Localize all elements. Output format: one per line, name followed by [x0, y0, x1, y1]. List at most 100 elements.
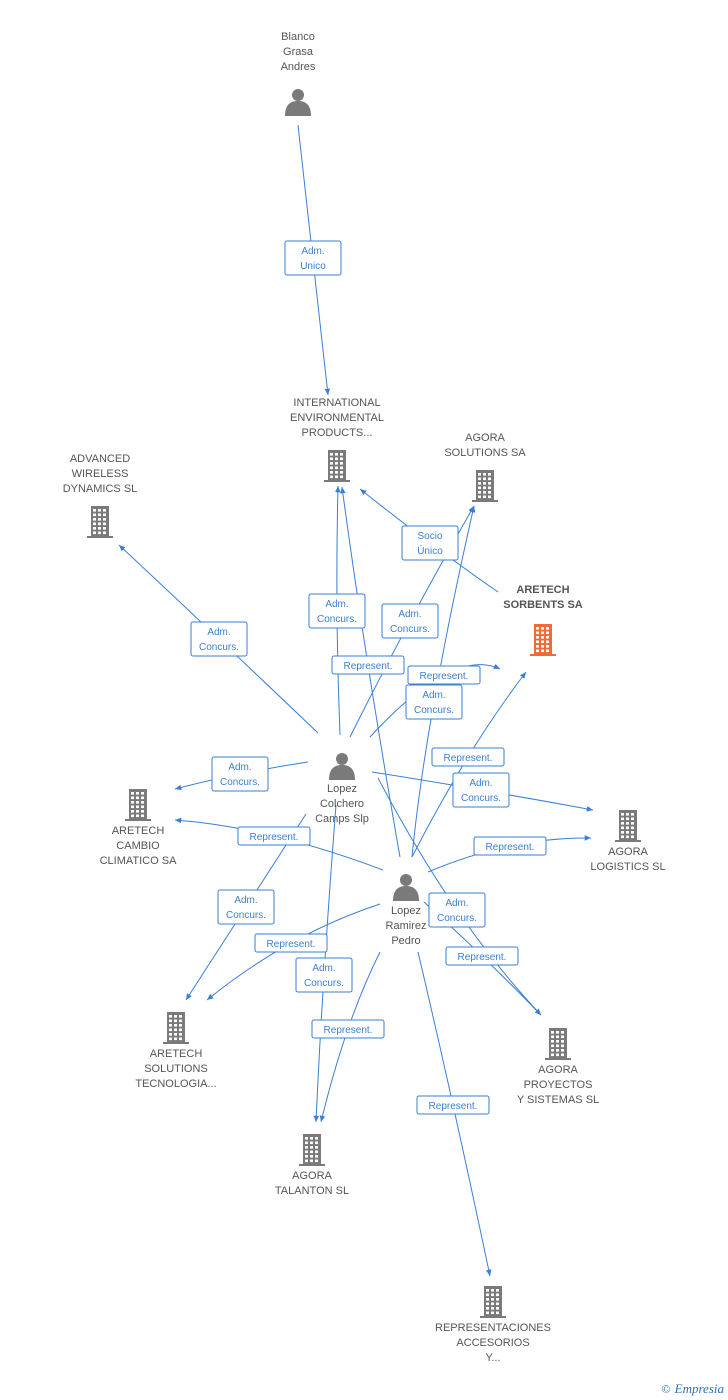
edge-label-box — [284, 240, 342, 276]
building-window — [483, 482, 486, 485]
building-window — [626, 831, 629, 834]
building-window — [491, 1289, 494, 1292]
edge-label[interactable]: Represent. — [237, 826, 311, 846]
node-label: ADVANCED — [70, 453, 130, 465]
building-window — [330, 471, 333, 474]
building-window — [561, 1040, 564, 1043]
edge-label[interactable]: Represent. — [416, 1095, 490, 1115]
building-window — [141, 814, 144, 818]
node-label: Grasa — [283, 46, 314, 58]
building-window — [488, 482, 491, 485]
building-window — [483, 473, 486, 476]
building-window — [136, 796, 139, 800]
edge-label[interactable]: Represent. — [445, 946, 519, 966]
building-window — [556, 1053, 559, 1057]
building-window — [496, 1307, 499, 1310]
building-window — [305, 1155, 308, 1158]
node-label: PROYECTOS — [524, 1079, 593, 1091]
edge-label-box — [190, 621, 248, 657]
person-head — [336, 753, 348, 765]
building-icon — [87, 506, 113, 538]
edge-label[interactable]: Adm.Concurs. — [452, 772, 510, 808]
edge-label-text: Concurs. — [461, 793, 501, 804]
building-window — [179, 1028, 182, 1032]
building-window — [98, 509, 101, 512]
building-window — [169, 1028, 172, 1032]
edge-label[interactable]: Represent. — [431, 747, 505, 767]
edge-label[interactable]: Represent. — [473, 836, 547, 856]
edge-label-text: Adm. — [234, 895, 257, 906]
person-icon — [329, 753, 355, 780]
edge-label[interactable]: Adm.Concurs. — [308, 593, 366, 629]
building-base — [545, 1058, 571, 1060]
person-body — [329, 765, 355, 780]
building-window — [179, 1019, 182, 1023]
node-label: AGORA — [608, 846, 648, 858]
footer-brand[interactable]: ©Empresia — [662, 1381, 724, 1397]
edge-label[interactable]: Represent. — [311, 1019, 385, 1039]
building-window — [541, 640, 544, 644]
edge-label[interactable]: Adm.Concurs. — [190, 621, 248, 657]
edge-label-box — [401, 525, 459, 561]
building-window — [546, 636, 549, 639]
node-repr[interactable]: REPRESENTACIONESACCESORIOSY... — [435, 1286, 551, 1364]
building-window — [98, 518, 101, 521]
edge-label[interactable]: Represent. — [254, 933, 328, 953]
building-window — [496, 1289, 499, 1292]
edge-label-box — [237, 826, 311, 846]
building-icon — [125, 789, 151, 821]
edge-label[interactable]: Adm.Concurs. — [295, 957, 353, 993]
building-window — [483, 486, 486, 490]
node-label: SOLUTIONS SA — [444, 447, 526, 459]
copyright-symbol: © — [661, 1382, 671, 1396]
building-window — [631, 835, 634, 839]
node-label: Y SISTEMAS SL — [517, 1094, 599, 1106]
building-window — [174, 1019, 177, 1023]
node-aretech_sol[interactable]: ARETECHSOLUTIONSTECNOLOGIA... — [135, 1012, 217, 1090]
building-window — [330, 475, 333, 479]
building-window — [136, 805, 139, 809]
edge-label[interactable]: Adm.Concurs. — [217, 889, 275, 925]
building-window — [340, 471, 343, 474]
building-window — [631, 813, 634, 816]
building-window — [93, 531, 96, 535]
node-intl[interactable]: INTERNATIONALENVIRONMENTALPRODUCTS... — [290, 397, 384, 482]
edge-label[interactable]: Represent. — [331, 655, 405, 675]
building-window — [488, 491, 491, 494]
building-window — [335, 471, 338, 474]
edge-label-text: Concurs. — [317, 614, 357, 625]
building-window — [621, 835, 624, 839]
edge-label[interactable]: Adm.Concurs. — [428, 892, 486, 928]
building-window — [174, 1024, 177, 1027]
edge-label[interactable]: Represent. — [407, 665, 481, 685]
building-window — [315, 1150, 318, 1154]
edge-label[interactable]: Adm.Unico — [284, 240, 342, 276]
edge-label-box — [452, 772, 510, 808]
building-window — [483, 495, 486, 499]
building-window — [169, 1037, 172, 1041]
building-icon — [472, 470, 498, 502]
edge-label-text: Represent. — [458, 952, 507, 963]
building-window — [131, 814, 134, 818]
building-window — [136, 814, 139, 818]
node-label: INTERNATIONAL — [293, 397, 380, 409]
edge-label[interactable]: Adm.Concurs. — [405, 684, 463, 720]
building-window — [93, 509, 96, 512]
building-window — [340, 466, 343, 470]
building-window — [179, 1024, 182, 1027]
edge-label[interactable]: Adm.Concurs. — [211, 756, 269, 792]
building-window — [330, 453, 333, 456]
edge-label[interactable]: Adm.Concurs. — [381, 603, 439, 639]
